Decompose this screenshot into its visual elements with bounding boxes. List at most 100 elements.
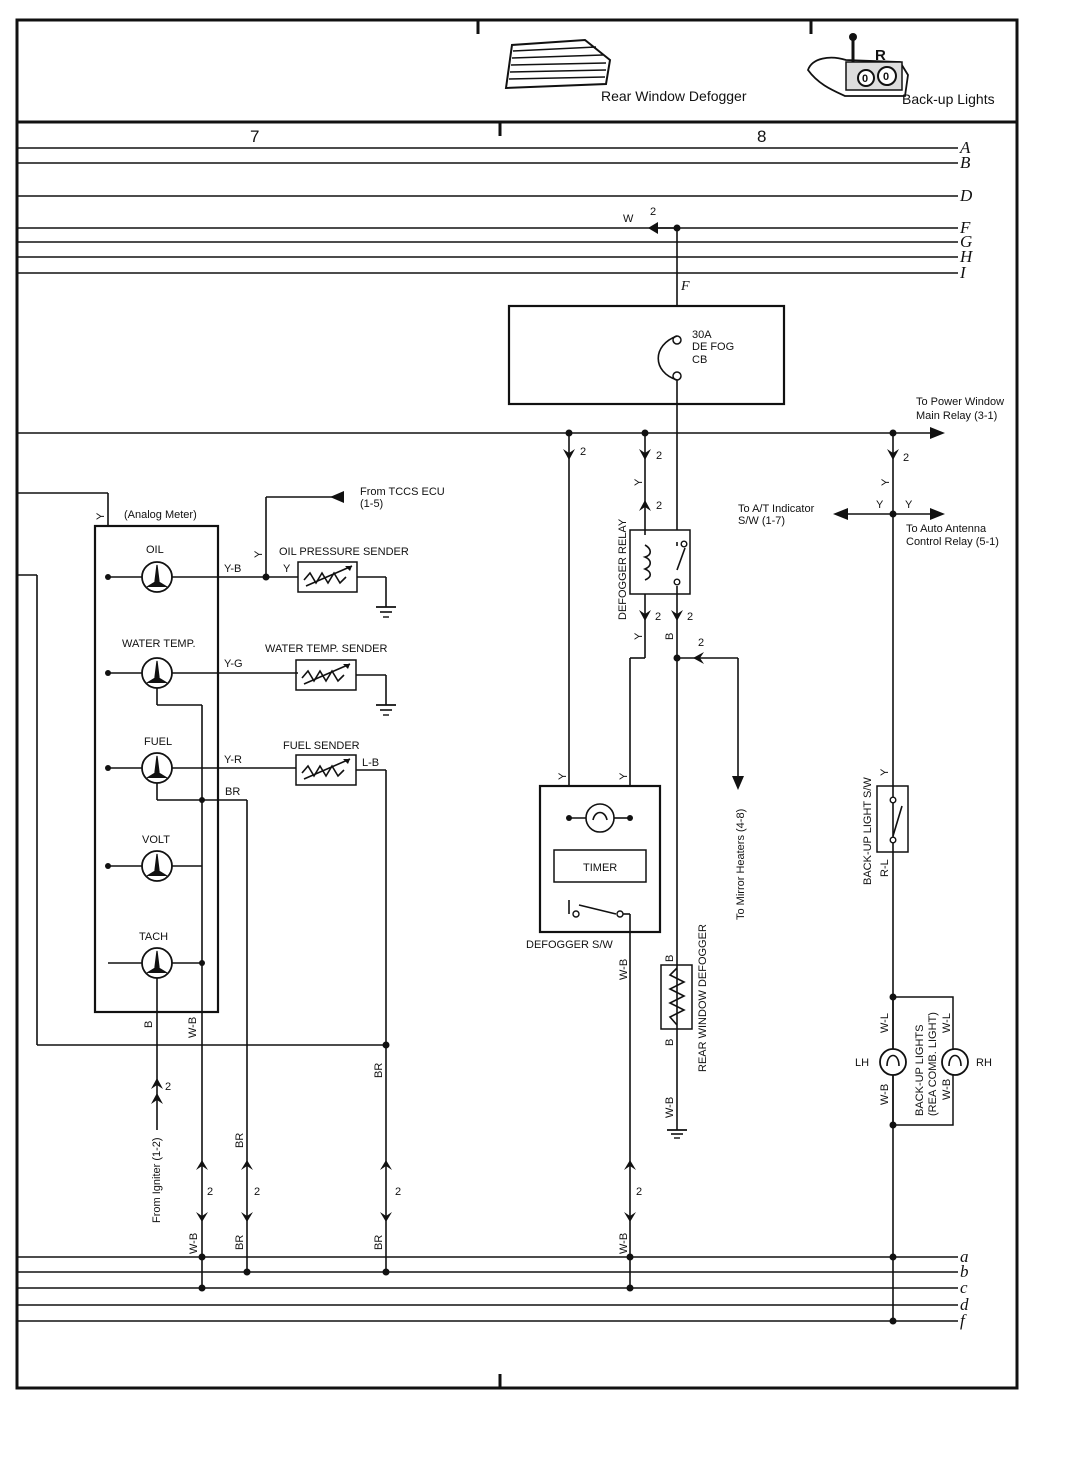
svg-text:0: 0: [883, 71, 889, 83]
bus-label-A: A: [959, 138, 971, 157]
fuel-sender: [295, 754, 357, 786]
svg-text:2: 2: [254, 1186, 260, 1198]
svg-text:2: 2: [903, 452, 909, 464]
svg-text:B: B: [664, 955, 676, 962]
bus-label-G: G: [960, 232, 972, 251]
svg-text:Y-R: Y-R: [224, 754, 242, 766]
svg-text:RH: RH: [976, 1057, 992, 1069]
defogger-relay: [629, 529, 691, 595]
column-7: 7: [250, 127, 259, 146]
svg-text:Y: Y: [876, 499, 884, 511]
svg-text:BR: BR: [225, 786, 240, 798]
fuel-sender-label: FUEL SENDER: [283, 740, 360, 752]
reverse-label: R: [875, 47, 886, 64]
tach-gauge-label: TACH: [139, 931, 168, 943]
bus-label-f: f: [960, 1311, 967, 1330]
svg-text:2: 2: [656, 450, 662, 462]
svg-text:2: 2: [687, 611, 693, 623]
bus-label-I: I: [959, 263, 967, 282]
bus-label-B: B: [960, 153, 971, 172]
analog-meter-title: (Analog Meter): [124, 509, 197, 521]
defogger-switch-label: DEFOGGER S/W: [526, 939, 613, 951]
water-temp-gauge-icon: [141, 657, 173, 689]
svg-text:LH: LH: [855, 1057, 869, 1069]
svg-text:CB: CB: [692, 354, 707, 366]
svg-text:W: W: [623, 213, 634, 225]
svg-text:30A: 30A: [692, 329, 712, 341]
oil-pressure-sender: [297, 561, 358, 593]
fuse-box: [507, 304, 786, 406]
rh-bulb-icon: [941, 1048, 969, 1076]
water-sender-label: WATER TEMP. SENDER: [265, 643, 388, 655]
svg-text:Y: Y: [618, 772, 630, 780]
svg-text:2: 2: [656, 500, 662, 512]
svg-text:BR: BR: [234, 1133, 246, 1148]
ground-symbol: [667, 1129, 687, 1139]
svg-text:(1-5): (1-5): [360, 498, 383, 510]
svg-text:W-B: W-B: [941, 1079, 953, 1100]
svg-text:Y: Y: [880, 478, 892, 486]
svg-text:S/W (1-7): S/W (1-7): [738, 515, 785, 527]
svg-text:Y: Y: [557, 772, 569, 780]
svg-text:Control Relay (5-1): Control Relay (5-1): [906, 536, 999, 548]
svg-text:From TCCS ECU: From TCCS ECU: [360, 486, 445, 498]
oil-gauge-icon: [141, 561, 173, 593]
svg-text:2: 2: [698, 637, 704, 649]
gear-shift-icon: 0 0 R: [807, 33, 909, 97]
svg-text:2: 2: [580, 446, 586, 458]
bus-label-d: d: [960, 1295, 969, 1314]
svg-text:Y: Y: [905, 499, 913, 511]
rear-defogger-label: REAR WINDOW DEFOGGER: [697, 924, 709, 1072]
svg-text:Y-G: Y-G: [224, 658, 243, 670]
column-8: 8: [757, 127, 766, 146]
svg-text:W-B: W-B: [618, 1233, 630, 1254]
water-temp-sender: [295, 659, 357, 691]
fuel-gauge-label: FUEL: [144, 736, 172, 748]
rear-window-defogger-element: [660, 964, 693, 1030]
svg-text:Y: Y: [253, 550, 265, 558]
volt-gauge-label: VOLT: [142, 834, 170, 846]
svg-text:L-B: L-B: [362, 757, 379, 769]
oil-gauge-label: OIL: [146, 544, 164, 556]
svg-text:Y: Y: [95, 512, 107, 520]
backup-title: Back-up Lights: [902, 91, 995, 107]
bottom-bus: [17, 1256, 958, 1322]
svg-text:To Auto Antenna: To Auto Antenna: [906, 523, 987, 535]
svg-text:2: 2: [165, 1081, 171, 1093]
svg-text:R-L: R-L: [879, 859, 891, 877]
defog-circuit-breaker: 30A DE FOG CB: [657, 329, 734, 381]
svg-text:2: 2: [395, 1186, 401, 1198]
svg-text:B: B: [664, 1039, 676, 1046]
svg-text:W-B: W-B: [618, 959, 630, 980]
svg-text:W-B: W-B: [187, 1017, 199, 1038]
bus-label-H: H: [959, 247, 974, 266]
defogger-switch[interactable]: TIMER: [538, 784, 662, 934]
lh-bulb-icon: [879, 1048, 907, 1076]
bus-label-a: a: [960, 1247, 969, 1266]
svg-text:2: 2: [636, 1186, 642, 1198]
svg-text:W-B: W-B: [188, 1233, 200, 1254]
svg-text:Y-B: Y-B: [224, 563, 241, 575]
svg-text:2: 2: [207, 1186, 213, 1198]
svg-text:2: 2: [655, 611, 661, 623]
svg-text:W-B: W-B: [664, 1097, 676, 1118]
svg-text:To Power Window: To Power Window: [916, 396, 1004, 408]
backup-switch-label: BACK-UP LIGHT S/W: [862, 777, 874, 885]
volt-gauge-icon: [141, 850, 173, 882]
svg-text:2: 2: [650, 206, 656, 218]
bus-label-D: D: [959, 186, 973, 205]
svg-text:(REA COMB. LIGHT): (REA COMB. LIGHT): [927, 1012, 939, 1116]
top-bus: [17, 147, 958, 274]
backup-light-switch[interactable]: [876, 785, 909, 853]
ground-symbol: [376, 606, 396, 618]
defogger-relay-label: DEFOGGER RELAY: [617, 518, 629, 620]
svg-text:BR: BR: [234, 1235, 246, 1250]
svg-text:B: B: [664, 633, 676, 640]
defogger-title: Rear Window Defogger: [601, 88, 747, 104]
svg-text:Y: Y: [633, 478, 645, 486]
svg-text:F: F: [680, 279, 690, 294]
fuel-gauge-icon: [141, 752, 173, 784]
svg-text:W-B: W-B: [879, 1084, 891, 1105]
svg-text:Y: Y: [283, 563, 291, 575]
